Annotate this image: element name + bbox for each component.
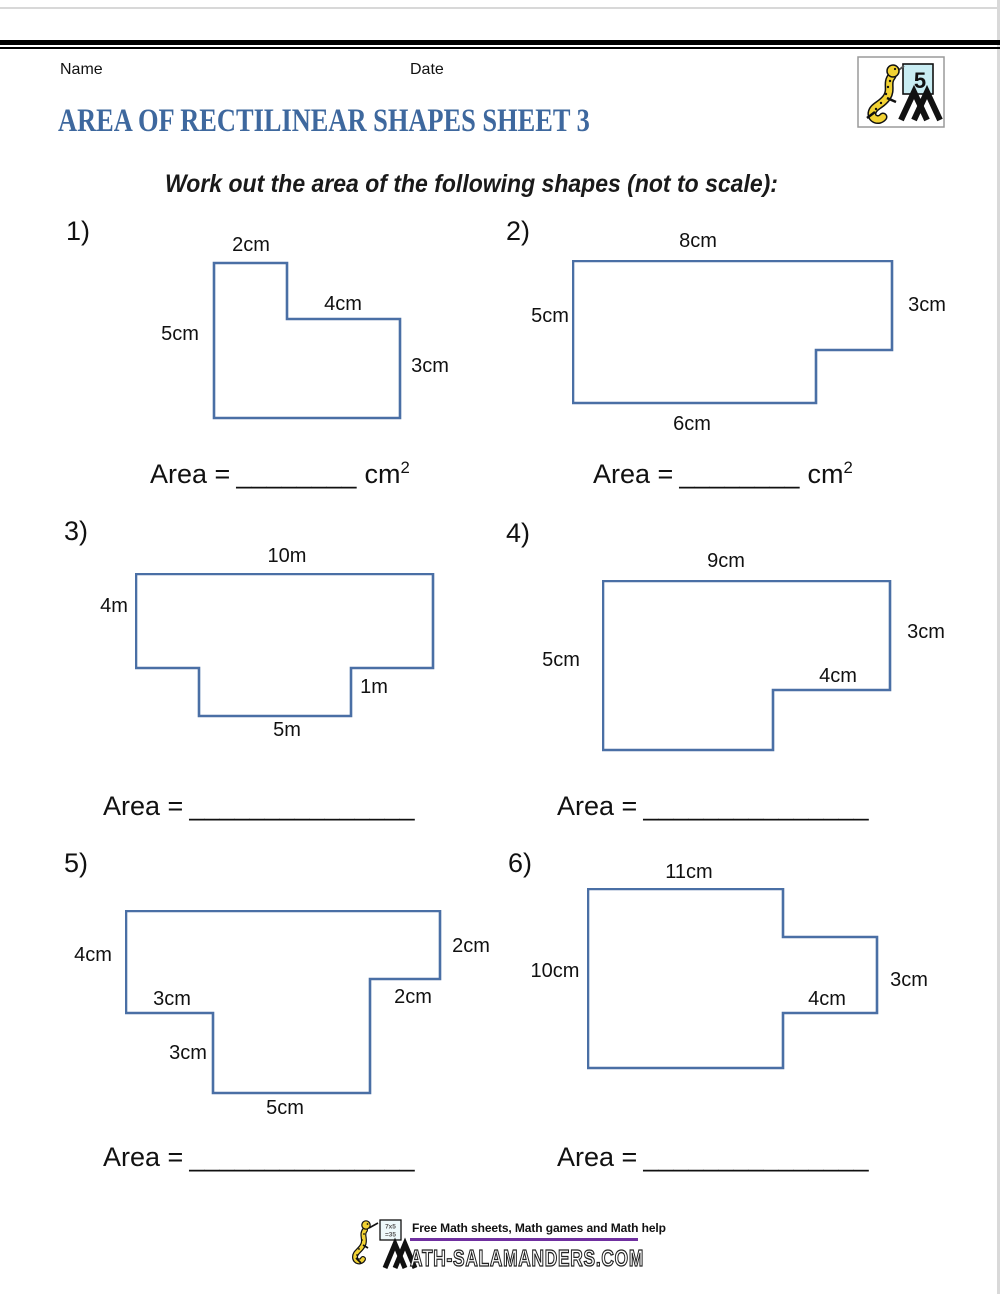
dimension-label: 5cm [161,323,199,345]
area-unit: cm [807,459,844,489]
dimension-label: 2cm [394,986,432,1008]
dimension-label: 5m [273,719,301,741]
area-answer-blank[interactable]: _______________ [189,1142,415,1172]
dimension-label: 1m [360,676,388,698]
grade-number: 5 [914,68,926,93]
dimension-label: 5cm [531,305,569,327]
shape-outline-4 [602,580,892,752]
area-unit-exponent: 2 [400,458,410,477]
area-label: Area = [557,791,638,821]
dimension-label: 10m [267,545,307,567]
dimension-label: 4cm [808,988,846,1010]
area-answer-blank[interactable]: _______________ [643,791,869,821]
board-text: =35 [385,1232,396,1239]
area-answer-blank[interactable]: _______________ [189,791,415,821]
dimension-label: 3cm [153,988,191,1010]
date-label: Date [410,61,444,78]
dimension-label: 3cm [169,1042,207,1064]
salamander-icon [352,1220,379,1265]
name-label: Name [60,61,103,78]
dimension-label: 2cm [232,234,270,256]
area-line-4: Area =_______________ [557,791,869,822]
area-label: Area = [103,791,184,821]
page-title: AREA OF RECTILINEAR SHAPES SHEET 3 [58,103,590,139]
header-divider [0,40,1000,45]
shape-outline-6 [587,888,879,1070]
dimension-label: 4cm [74,944,112,966]
problem-number-3: 3) [64,516,89,546]
dimension-label: 6cm [673,413,711,435]
dimension-label: 8cm [679,230,717,252]
dimension-label: 5cm [542,649,580,671]
page-edge-line [0,7,1000,9]
area-line-5: Area =_______________ [103,1142,415,1173]
shape-outline-1 [212,261,402,420]
header-divider [0,47,1000,49]
area-answer-blank[interactable]: ________ [236,459,357,489]
area-unit-exponent: 2 [843,458,853,477]
site-logo: 5 [857,56,945,128]
dimension-label: 3cm [411,355,449,377]
dimension-label: 4cm [324,293,362,315]
problem-number-1: 1) [66,216,91,246]
dimension-label: 11cm [665,861,713,883]
wordmark-text: ATH-SALAMANDERS.COM [410,1245,644,1271]
board-text: 7x5 [385,1224,396,1231]
shape-outline-2 [572,260,894,405]
dimension-label: 3cm [908,294,946,316]
whiteboard-icon: 7x5 =35 [379,1219,402,1241]
area-label: Area = [103,1142,184,1172]
area-unit: cm [364,459,401,489]
m-logo-icon [898,84,943,122]
dimension-label: 10cm [530,960,580,982]
m-logo-icon [382,1237,418,1269]
shape-outline-5 [125,910,442,1095]
problem-number-6: 6) [508,848,533,878]
area-line-3: Area =_______________ [103,791,415,822]
problem-number-2: 2) [506,216,531,246]
area-line-6: Area =_______________ [557,1142,869,1173]
area-label: Area = [593,459,674,489]
shape-outline-3 [135,573,435,718]
area-line-1: Area =________cm2 [150,458,410,490]
area-label: Area = [150,459,231,489]
dimension-label: 3cm [907,621,945,643]
problem-number-4: 4) [506,518,531,548]
dimension-label: 5cm [266,1097,304,1119]
area-answer-blank[interactable]: ________ [679,459,800,489]
dimension-label: 9cm [707,550,745,572]
area-label: Area = [557,1142,638,1172]
dimension-label: 4m [100,595,128,617]
instruction-text: Work out the area of the following shape… [165,170,778,198]
dimension-label: 4cm [819,665,857,687]
footer-logo: 7x5 =35 ATH-SALAMANDERS.COM [352,1219,644,1272]
dimension-label: 2cm [452,935,490,957]
area-answer-blank[interactable]: _______________ [643,1142,869,1172]
footer-tagline: Free Math sheets, Math games and Math he… [412,1221,666,1235]
area-line-2: Area =________cm2 [593,458,853,490]
problem-number-5: 5) [64,848,89,878]
dimension-label: 3cm [890,969,928,991]
salamander-icon [866,64,905,124]
tagline-underline [410,1238,638,1241]
page-edge-line [997,0,1000,1294]
